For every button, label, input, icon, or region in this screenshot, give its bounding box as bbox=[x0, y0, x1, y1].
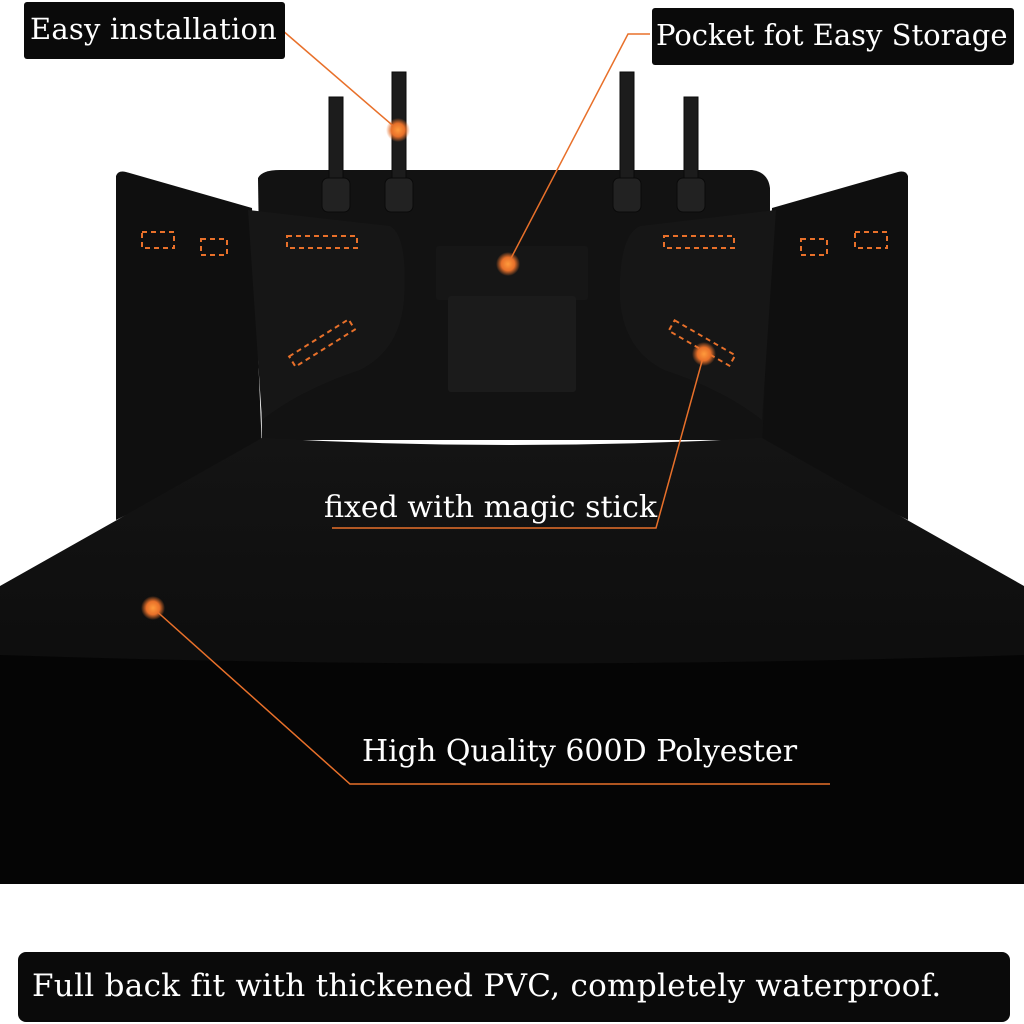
callout-leader-lines bbox=[152, 29, 830, 785]
polyester-dot bbox=[141, 596, 165, 620]
easy-installation-label: Easy installation bbox=[24, 2, 286, 59]
pocket-dot bbox=[496, 252, 520, 276]
magic-stick-label: fixed with magic stick bbox=[324, 490, 658, 525]
left-side-flap bbox=[116, 171, 262, 520]
installation-dot bbox=[386, 118, 410, 142]
right-side-flap bbox=[762, 171, 908, 520]
callout-dots bbox=[141, 118, 716, 620]
mat-front-edge bbox=[0, 655, 1024, 884]
right-inner-panel bbox=[619, 210, 776, 420]
magic-stick-dot bbox=[692, 342, 716, 366]
polyester-label: High Quality 600D Polyester bbox=[362, 734, 798, 769]
storage-pocket bbox=[448, 296, 576, 392]
pocket-storage-label: Pocket fot Easy Storage bbox=[652, 8, 1014, 65]
waterproof-banner: Full back fit with thickened PVC, comple… bbox=[18, 952, 1010, 1022]
left-inner-panel bbox=[248, 210, 405, 420]
